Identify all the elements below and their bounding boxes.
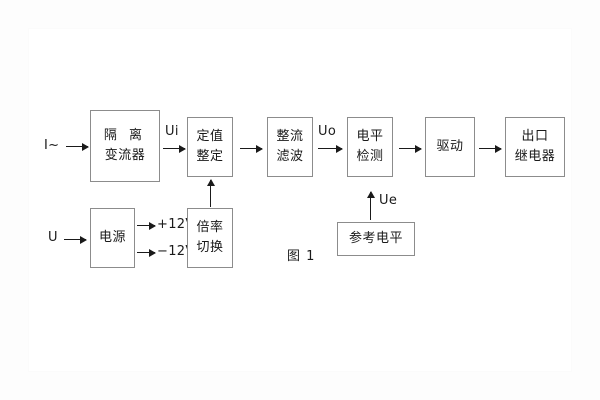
drive-to-relay-arrow xyxy=(479,144,502,153)
block-level-detect-line1: 电平 xyxy=(356,128,384,144)
block-reference-line1: 参考电平 xyxy=(348,230,403,246)
voltage-input-label: U xyxy=(48,230,58,245)
block-power[interactable]: 电源 xyxy=(90,208,135,268)
block-reference[interactable]: 参考电平 xyxy=(337,222,415,256)
ui-label: Ui xyxy=(165,124,179,139)
figure-caption: 图 1 xyxy=(287,249,316,264)
pos12v-arrow xyxy=(137,221,156,230)
setting-to-rectifier-arrow xyxy=(240,144,263,153)
ui-arrow xyxy=(163,144,186,153)
current-input-label: I~ xyxy=(44,138,60,153)
voltage-input-arrow xyxy=(64,235,87,244)
block-multiplier-line1: 倍率 xyxy=(196,219,224,235)
block-power-line1: 电源 xyxy=(98,229,126,245)
neg12v-label: −12V xyxy=(157,244,195,259)
block-setting[interactable]: 定值 整定 xyxy=(187,117,233,177)
block-output-relay-line1: 出口 xyxy=(521,128,549,144)
block-setting-line1: 定值 xyxy=(196,128,224,144)
ue-label: Ue xyxy=(379,193,398,208)
uo-label: Uo xyxy=(318,124,337,139)
ue-arrow xyxy=(366,191,375,220)
block-isolation-line1: 隔 离 xyxy=(103,127,147,143)
multiplier-to-setting-arrow xyxy=(206,179,215,207)
block-output-relay-line2: 继电器 xyxy=(514,149,556,164)
block-rectifier-line1: 整流 xyxy=(276,128,304,144)
pos12v-label: +12V xyxy=(157,217,195,232)
block-drive[interactable]: 驱动 xyxy=(425,117,475,177)
block-multiplier[interactable]: 倍率 切换 xyxy=(187,208,233,268)
block-isolation-line2: 变流器 xyxy=(104,148,146,163)
block-rectifier-line2: 滤波 xyxy=(276,149,304,164)
block-multiplier-line2: 切换 xyxy=(196,240,224,255)
neg12v-arrow xyxy=(137,248,156,257)
block-output-relay[interactable]: 出口 继电器 xyxy=(505,117,565,177)
block-rectifier[interactable]: 整流 滤波 xyxy=(267,117,313,177)
block-drive-line1: 驱动 xyxy=(436,138,464,154)
block-level-detect[interactable]: 电平 检测 xyxy=(347,117,393,177)
block-isolation[interactable]: 隔 离 变流器 xyxy=(90,110,160,182)
block-level-detect-line2: 检测 xyxy=(356,149,384,164)
diagram-panel xyxy=(28,28,572,372)
uo-arrow xyxy=(318,144,343,153)
current-input-arrow xyxy=(66,142,89,151)
block-setting-line2: 整定 xyxy=(196,149,224,164)
level-to-drive-arrow xyxy=(399,144,422,153)
